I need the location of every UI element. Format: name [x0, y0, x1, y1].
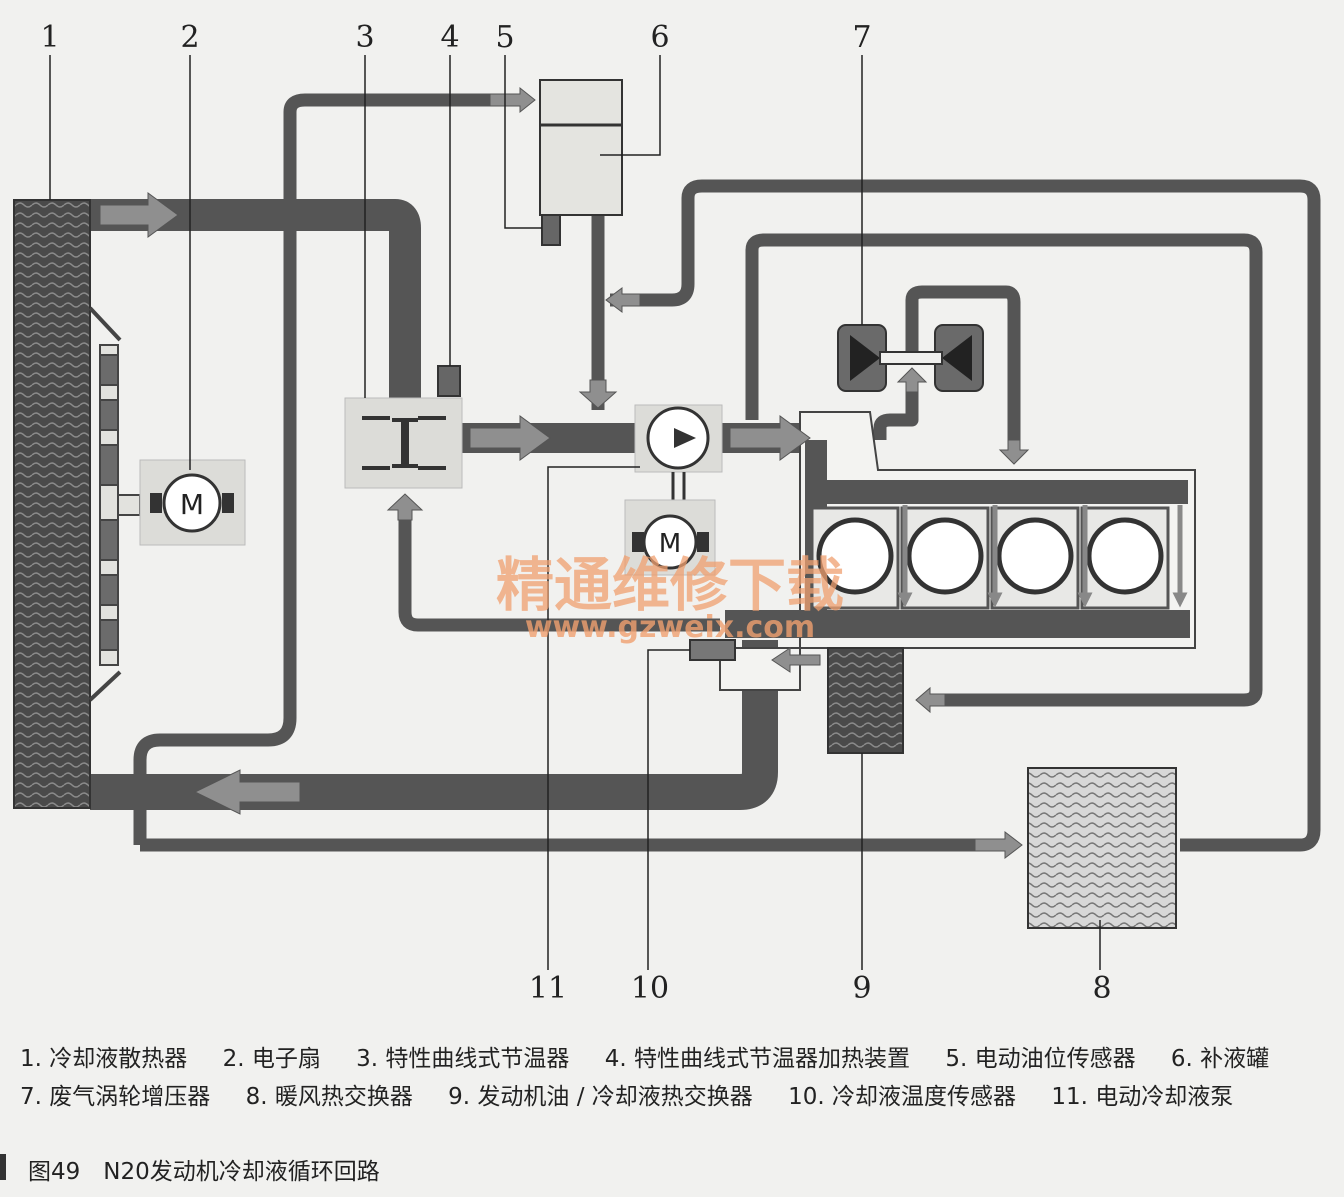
callout-7: 7 — [852, 20, 871, 55]
legend-item: 1. 冷却液散热器 — [20, 1046, 188, 1072]
watermark-cn: 精通维修下载 — [496, 551, 844, 619]
legend-item: 9. 发动机油 / 冷却液热交换器 — [448, 1084, 753, 1110]
electric-coolant-pump — [634, 404, 723, 500]
fan-shroud — [88, 306, 122, 702]
callout-10: 10 — [631, 971, 669, 1006]
oil-level-sensor — [541, 214, 561, 246]
figure-caption: 图49 N20发动机冷却液循环回路 — [0, 1148, 1344, 1188]
legend-item: 5. 电动油位传感器 — [945, 1046, 1136, 1072]
arrow-heater-in — [974, 830, 1023, 860]
callout-numbers: 1 2 3 4 5 6 7 8 9 10 11 — [40, 20, 1111, 1006]
thermostat — [344, 397, 463, 489]
pipe-outer-loop — [610, 179, 1321, 852]
thermostat-heater — [437, 365, 461, 397]
callout-11: 11 — [529, 971, 567, 1006]
legend-item: 3. 特性曲线式节温器 — [356, 1046, 570, 1072]
engine-block — [719, 411, 1196, 691]
legend: 1. 冷却液散热器 2. 电子扇 3. 特性曲线式节温器 4. 特性曲线式节温器… — [20, 1040, 1340, 1116]
legend-item: 4. 特性曲线式节温器加热装置 — [604, 1046, 910, 1072]
callout-1: 1 — [40, 20, 59, 55]
arrow-top-right — [99, 192, 179, 238]
arrow-engine-down — [998, 439, 1030, 465]
pump-motor-label: M — [659, 529, 681, 559]
callout-6: 6 — [650, 20, 669, 55]
coolant-circuit-diagram: M M — [13, 20, 1321, 1006]
caption-text: 图49 N20发动机冷却液循环回路 — [28, 1159, 380, 1185]
expansion-tank — [539, 79, 623, 216]
arrow-return-left — [193, 769, 301, 815]
pipe-radiator-to-thermostat — [90, 199, 421, 398]
callout-2: 2 — [180, 20, 199, 55]
pipe-return-to-radiator — [90, 640, 778, 810]
arrow-bypass-up — [386, 493, 424, 521]
radiator — [13, 199, 91, 809]
callout-9: 9 — [852, 971, 871, 1006]
pipe-oil-cooler-loop — [745, 233, 1263, 707]
legend-item: 2. 电子扇 — [222, 1046, 321, 1072]
caption-marker — [0, 1154, 6, 1180]
arrow-tank-down — [578, 379, 618, 409]
pipe-vent-line — [133, 93, 520, 845]
callout-5: 5 — [495, 20, 514, 55]
fan-blades — [99, 344, 141, 666]
legend-row-2: 7. 废气涡轮增压器 8. 暖风热交换器 9. 发动机油 / 冷却液热交换器 1… — [20, 1078, 1340, 1116]
callout-3: 3 — [355, 20, 374, 55]
arrow-vent — [489, 86, 536, 114]
turbocharger — [837, 324, 984, 392]
legend-item: 8. 暖风热交换器 — [245, 1084, 413, 1110]
pump-motor: M — [624, 499, 716, 576]
arrow-oil-cooler-in — [915, 686, 946, 714]
leader-lines — [49, 55, 1101, 970]
oil-coolant-heat-exchanger — [827, 647, 904, 754]
arrow-pump-engine — [729, 415, 811, 461]
flow-arrows — [99, 86, 1030, 860]
watermark-url: www.gzweix.com — [525, 610, 815, 645]
pipe-bypass-return — [398, 510, 720, 632]
thin-pipes — [133, 93, 1321, 852]
arrow-thermostat-pump — [469, 415, 551, 461]
legend-item: 10. 冷却液温度传感器 — [788, 1084, 1016, 1110]
arrow-outer-in — [605, 287, 641, 313]
electric-fan-motor: M — [139, 459, 246, 546]
legend-item: 6. 补液罐 — [1170, 1046, 1270, 1072]
legend-item: 11. 电动冷却液泵 — [1051, 1084, 1234, 1110]
legend-item: 7. 废气涡轮增压器 — [20, 1084, 211, 1110]
fan-motor-label: M — [180, 488, 204, 521]
callout-4: 4 — [440, 20, 459, 55]
arrow-oil-cooler-out — [771, 647, 821, 673]
callout-8: 8 — [1092, 971, 1111, 1006]
heater-heat-exchanger — [1027, 767, 1177, 929]
legend-row-1: 1. 冷却液散热器 2. 电子扇 3. 特性曲线式节温器 4. 特性曲线式节温器… — [20, 1040, 1340, 1078]
arrow-turbo-up — [896, 367, 928, 393]
pipe-turbo-line — [905, 285, 1021, 450]
